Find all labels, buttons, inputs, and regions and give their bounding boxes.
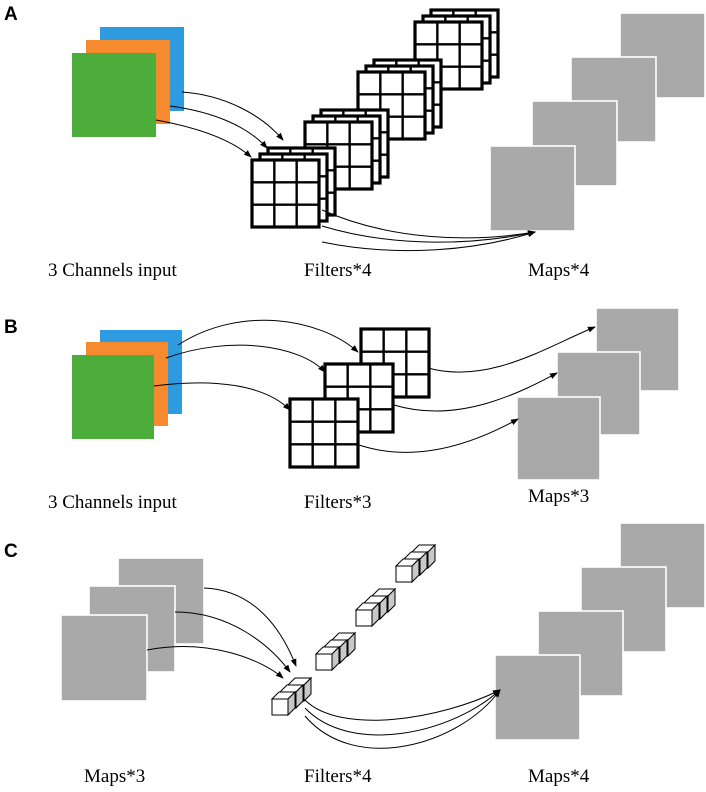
panel-c-input-label: Maps*3 [84,766,145,787]
panel-a: 3 Channels input Filters*4 Maps*4 [48,8,706,281]
panel-c-letter: C [4,541,18,562]
panel-c: Maps*3 Filters*4 Maps*4 [60,522,706,787]
panel-c-output-maps [494,522,706,741]
panel-b-arrows [153,319,596,453]
filter-grid [413,20,484,91]
panel-b-filters [288,327,431,469]
panel-a-input-channels [72,27,184,137]
panel-c-input-maps [60,557,205,702]
panel-a-arrows [155,91,536,252]
panel-b-input-channels [72,330,182,439]
panel-a-input-label: 3 Channels input [48,260,177,281]
panel-b-input-label: 3 Channels input [48,492,177,513]
filter-cube-group [354,587,397,628]
output-map [489,145,576,232]
filter-grid [288,397,360,469]
panel-c-arrows [146,587,501,749]
panel-b-letter: B [4,317,18,338]
panel-b-filters-label: Filters*3 [304,492,372,513]
channel-green [72,53,156,137]
filter-grid [250,158,321,229]
output-map [494,654,581,741]
filter-cube-group [394,543,437,584]
panel-c-filter-cubes [270,543,437,717]
filter-cube-group [270,676,313,717]
filter-stack [250,146,337,229]
panel-b-output-maps [516,307,680,481]
panel-c-maps-label: Maps*4 [528,766,590,787]
panel-b: 3 Channels input Filters*3 Maps*3 [48,307,680,513]
filter-cube [354,601,381,628]
filter-cube [314,645,341,672]
panel-a-filter-stacks [250,8,500,229]
input-map [60,614,148,702]
output-map [516,396,601,481]
panel-a-maps-label: Maps*4 [528,260,590,281]
panel-a-letter: A [4,4,18,25]
filter-cube [394,557,421,584]
panel-a-output-maps [489,12,706,232]
panel-a-filters-label: Filters*4 [304,260,372,281]
panel-b-maps-label: Maps*3 [528,486,589,507]
channel-green [72,355,154,439]
filter-stack [413,8,500,91]
filter-cube [270,690,297,717]
panel-c-filters-label: Filters*4 [304,766,372,787]
filter-cube-group [314,631,357,672]
